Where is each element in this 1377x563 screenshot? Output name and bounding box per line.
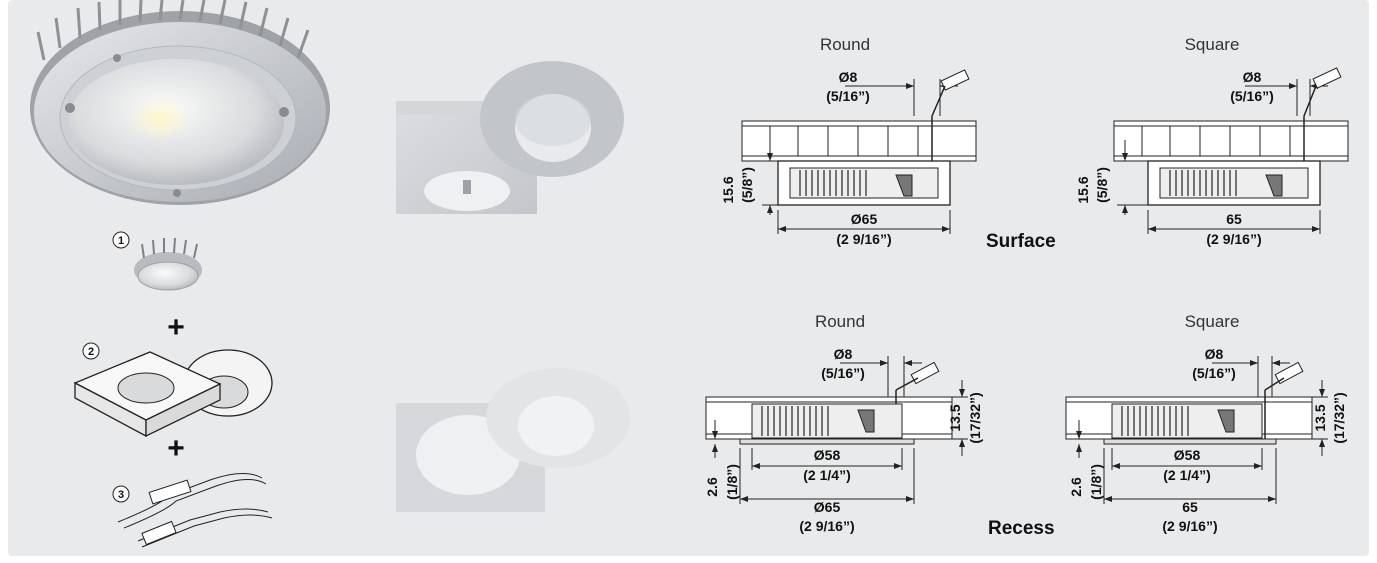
svg-text:15.6: 15.6 bbox=[1075, 176, 1091, 203]
svg-text:Ø58: Ø58 bbox=[1174, 447, 1201, 463]
svg-text:(5/16”): (5/16”) bbox=[1230, 88, 1274, 104]
svg-text:(2 9/16”): (2 9/16”) bbox=[1162, 518, 1217, 534]
svg-text:Ø65: Ø65 bbox=[814, 499, 841, 515]
recess-label: Recess bbox=[988, 518, 1055, 539]
svg-text:3: 3 bbox=[118, 489, 124, 501]
plus-sign-2: + bbox=[167, 432, 185, 465]
svg-text:(2 9/16”): (2 9/16”) bbox=[799, 518, 854, 534]
svg-text:13.5: 13.5 bbox=[1312, 404, 1328, 431]
svg-text:65: 65 bbox=[1226, 211, 1242, 227]
recess-square-title: Square bbox=[1185, 312, 1240, 331]
plus-sign-1: + bbox=[167, 311, 185, 344]
svg-text:Ø8: Ø8 bbox=[834, 346, 853, 362]
recess-housings-image bbox=[396, 368, 630, 512]
svg-text:(2 9/16”): (2 9/16”) bbox=[836, 231, 891, 247]
recess-square-diagram: Square Ø8 (5/16”) 2.6 (1/8”) bbox=[1065, 312, 1347, 534]
svg-text:(5/8”): (5/8”) bbox=[739, 167, 755, 203]
surface-square-diagram: Square Ø8 (5/16”) bbox=[1075, 35, 1349, 247]
component-2-housings: 2 bbox=[73, 342, 273, 438]
recess-round-diagram: Round Ø8 (5/16”) 2.6 (1/8”) bbox=[704, 312, 983, 534]
svg-text:Ø65: Ø65 bbox=[851, 211, 878, 227]
svg-text:Ø8: Ø8 bbox=[839, 69, 858, 85]
led-fixture-image bbox=[30, 0, 330, 205]
svg-text:(17/32”): (17/32”) bbox=[967, 392, 983, 443]
svg-text:(5/16”): (5/16”) bbox=[826, 88, 870, 104]
svg-text:(1/8”): (1/8”) bbox=[724, 464, 740, 500]
svg-text:65: 65 bbox=[1182, 499, 1198, 515]
svg-text:2: 2 bbox=[88, 346, 94, 358]
svg-text:(2 1/4”): (2 1/4”) bbox=[803, 467, 850, 483]
svg-text:(2 9/16”): (2 9/16”) bbox=[1206, 231, 1261, 247]
surface-round-title: Round bbox=[820, 35, 870, 54]
svg-text:Ø58: Ø58 bbox=[814, 447, 841, 463]
svg-text:13.5: 13.5 bbox=[947, 404, 963, 431]
svg-text:(5/16”): (5/16”) bbox=[821, 365, 865, 381]
svg-text:(2 1/4”): (2 1/4”) bbox=[1163, 467, 1210, 483]
svg-text:(1/8”): (1/8”) bbox=[1088, 464, 1104, 500]
svg-text:15.6: 15.6 bbox=[720, 176, 736, 203]
svg-text:1: 1 bbox=[118, 235, 124, 247]
surface-housings-image bbox=[396, 61, 624, 214]
surface-square-title: Square bbox=[1185, 35, 1240, 54]
recess-round-title: Round bbox=[815, 312, 865, 331]
svg-text:Ø8: Ø8 bbox=[1205, 346, 1224, 362]
component-1-light: 1 bbox=[112, 231, 202, 291]
surface-round-diagram: Round Ø8 (5/16”) bbox=[720, 35, 977, 247]
svg-text:2.6: 2.6 bbox=[704, 477, 720, 497]
svg-text:(17/32”): (17/32”) bbox=[1331, 392, 1347, 443]
svg-text:Ø8: Ø8 bbox=[1243, 69, 1262, 85]
panel-background bbox=[8, 0, 1369, 556]
svg-text:(5/16”): (5/16”) bbox=[1192, 365, 1236, 381]
svg-text:(5/8”): (5/8”) bbox=[1094, 167, 1110, 203]
surface-label: Surface bbox=[986, 231, 1056, 252]
svg-text:2.6: 2.6 bbox=[1068, 477, 1084, 497]
component-3-connector-cable: 3 bbox=[112, 473, 273, 548]
